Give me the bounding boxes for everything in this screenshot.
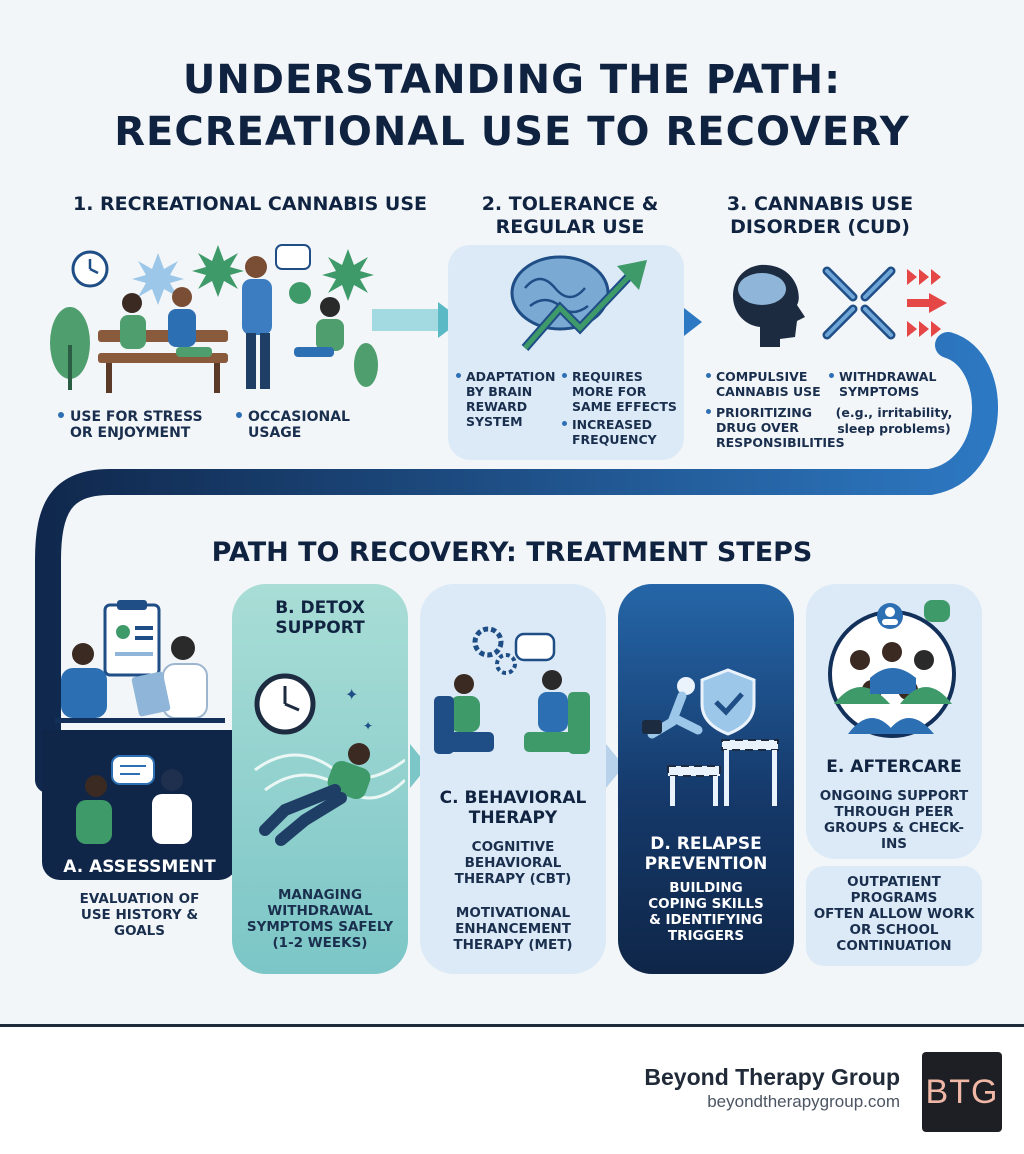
bullet-dot-icon: [706, 409, 711, 414]
step-b-desc: MANAGING WITHDRAWAL SYMPTOMS SAFELY (1-2…: [246, 887, 394, 951]
step-b-title: B. DETOX SUPPORT: [275, 598, 365, 638]
stage-1-title: 1. RECREATIONAL CANNABIS USE: [72, 193, 428, 215]
brand-name: Beyond Therapy Group: [644, 1064, 900, 1090]
stage-3-withdrawal-note: (e.g., irritability, sleep problems): [835, 405, 953, 436]
stage-2-bullet-frequency: INCREASED FREQUENCY: [562, 417, 684, 447]
arrow-right-icon: [410, 744, 428, 788]
step-e-desc-peer: ONGOING SUPPORT THROUGH PEER GROUPS & CH…: [819, 788, 969, 852]
therapy-session-illustration: [434, 626, 590, 754]
assessment-consultation-illustration: [76, 755, 192, 844]
step-c-desc-cbt: COGNITIVE BEHAVIORAL THERAPY (CBT): [454, 839, 572, 887]
brain-rising-arrow-icon: [510, 255, 647, 351]
bullet-dot-icon: [829, 373, 834, 378]
step-d-title: D. RELAPSE PREVENTION: [644, 834, 768, 874]
btg-logo: BTG: [922, 1052, 1002, 1132]
assessment-clipboard-illustration: [55, 600, 225, 723]
bullet-dot-icon: [58, 412, 64, 418]
stage-1-bullet-stress: USE FOR STRESS OR ENJOYMENT: [58, 409, 233, 441]
step-e-desc-outpatient: OUTPATIENT PROGRAMS OFTEN ALLOW WORK OR …: [813, 874, 975, 954]
flow-connector: [35, 302, 998, 793]
stage-3-bullet-withdrawal: WITHDRAWAL SYMPTOMS: [829, 369, 949, 399]
bullet-dot-icon: [236, 412, 242, 418]
stage-3-bullet-compulsive: COMPULSIVE CANNABIS USE: [706, 369, 826, 399]
relaxing-person-clock-illustration: ✦ ✦: [254, 673, 405, 846]
step-c-title: C. BEHAVIORAL THERAPY: [439, 788, 587, 828]
step-b-panel: [232, 584, 408, 974]
svg-text:✦: ✦: [363, 719, 373, 733]
footer-divider: [0, 1024, 1024, 1027]
bullet-dot-icon: [456, 373, 461, 378]
step-d-panel: [618, 584, 794, 974]
support-group-illustration: [828, 600, 956, 738]
step-e-outpatient-panel: [806, 866, 982, 966]
bullet-dot-icon: [562, 421, 567, 426]
step-c-panel: [420, 584, 606, 974]
step-a-desc: EVALUATION OF USE HISTORY & GOALS: [79, 891, 200, 939]
title-line-2: RECREATIONAL USE TO RECOVERY: [114, 109, 910, 155]
bullet-dot-icon: [562, 373, 567, 378]
step-e-title: E. AFTERCARE: [826, 757, 962, 777]
step-d-desc: BUILDING COPING SKILLS & IDENTIFYING TRI…: [648, 880, 764, 944]
head-chain-arrows-icon: [732, 264, 947, 347]
hurdle-jump-shield-illustration: [642, 668, 779, 806]
step-a-title: A. ASSESSMENT: [63, 857, 216, 877]
stage-3-bullet-prioritizing: PRIORITIZING DRUG OVER RESPONSIBILITIES: [706, 405, 846, 450]
brand-url[interactable]: beyondtherapygroup.com: [707, 1092, 900, 1111]
stage-3-title: 3. CANNABIS USE DISORDER (CUD): [726, 193, 914, 238]
arrow-right-icon: [606, 744, 624, 788]
stage-2-title: 2. TOLERANCE & REGULAR USE: [481, 193, 659, 238]
step-c-desc-met: MOTIVATIONAL ENHANCEMENT THERAPY (MET): [453, 905, 573, 953]
bullet-dot-icon: [706, 373, 711, 378]
footer: Beyond Therapy Group beyondtherapygroup.…: [0, 1027, 1024, 1154]
stage-1-bullet-occasional: OCCASIONAL USAGE: [236, 409, 386, 441]
svg-text:✦: ✦: [345, 685, 358, 704]
title-line-1: UNDERSTANDING THE PATH:: [182, 57, 842, 103]
stage-2-bullet-requires-more: REQUIRES MORE FOR SAME EFFECTS: [562, 369, 684, 414]
recovery-heading: PATH TO RECOVERY: TREATMENT STEPS: [211, 537, 813, 568]
friends-socializing-illustration: [50, 244, 378, 393]
stage-2-bullet-adaptation: ADAPTATION BY BRAIN REWARD SYSTEM: [456, 369, 566, 429]
